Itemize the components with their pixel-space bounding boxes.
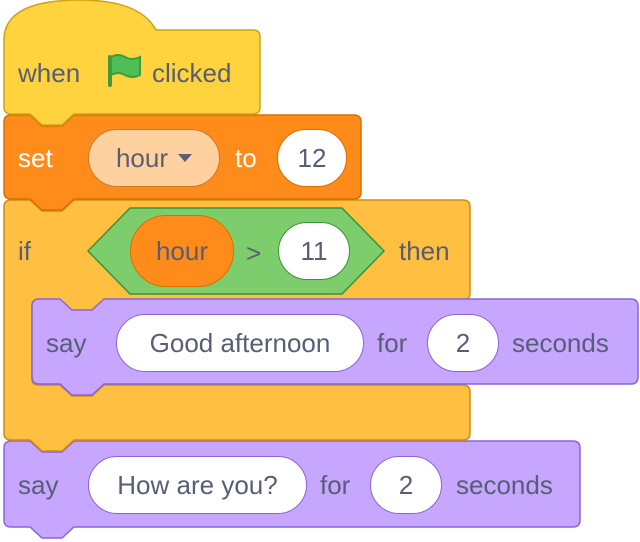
then-label: then [399, 236, 450, 266]
say-seconds-input-2[interactable]: 2 [370, 456, 442, 514]
greater-than-operator: > [246, 238, 262, 268]
say-message-text: Good afternoon [149, 328, 331, 358]
seconds-label: seconds [512, 328, 609, 358]
if-label: if [18, 236, 31, 266]
variable-name: hour [115, 143, 169, 173]
compare-value-input[interactable]: 11 [278, 222, 350, 280]
compare-value-text: 11 [300, 236, 328, 266]
say-label-2: say [18, 470, 59, 500]
to-label: to [235, 143, 257, 173]
for-label-2: for [320, 470, 351, 500]
say-seconds-text-2: 2 [398, 470, 414, 500]
say-message-input-2[interactable]: How are you? [88, 456, 307, 514]
say-label: say [46, 328, 87, 358]
say-message-text-2: How are you? [117, 470, 278, 500]
dropdown-caret-icon [178, 154, 193, 162]
hour-reporter-text: hour [155, 235, 209, 266]
set-label: set [18, 143, 53, 173]
clicked-label: clicked [152, 58, 232, 88]
variable-dropdown[interactable]: hour [88, 129, 220, 187]
say-message-input[interactable]: Good afternoon [116, 314, 364, 372]
say-seconds-input[interactable]: 2 [427, 314, 499, 372]
say-seconds-text: 2 [455, 328, 471, 358]
seconds-label-2: seconds [456, 470, 553, 500]
set-value-input[interactable]: 12 [277, 129, 347, 187]
green-flag-icon [108, 54, 141, 87]
for-label: for [377, 328, 408, 358]
when-label: when [18, 58, 81, 88]
hour-variable-reporter[interactable]: hour [130, 215, 234, 287]
set-value-text: 12 [297, 143, 327, 173]
